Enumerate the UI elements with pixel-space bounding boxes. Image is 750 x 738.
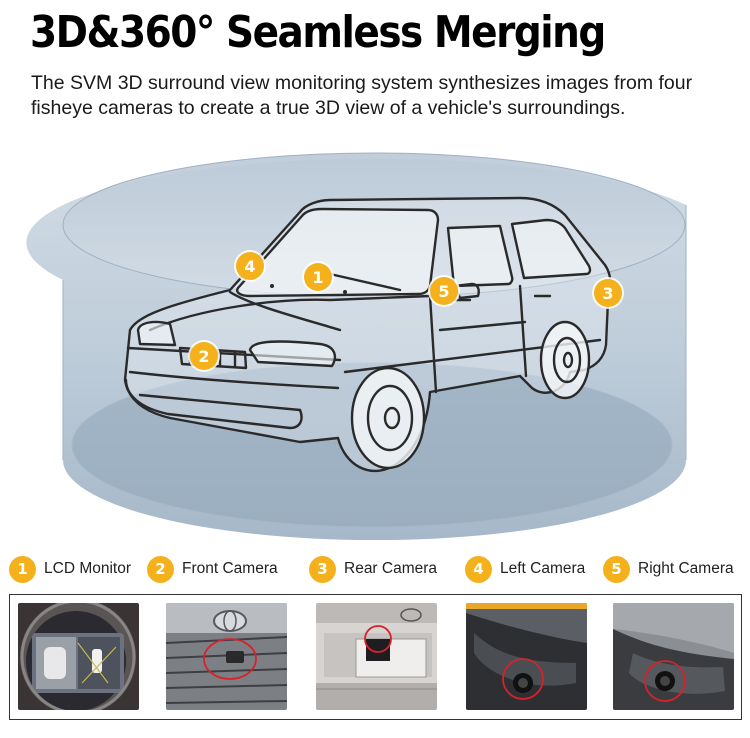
legend-number: 1 xyxy=(9,555,36,583)
marker-lcd-monitor: 1 xyxy=(304,263,332,291)
legend-item-rear-camera: 3 Rear Camera xyxy=(309,554,437,584)
left-camera-photo xyxy=(466,603,587,710)
legend-label: LCD Monitor xyxy=(44,560,131,577)
legend-label: Left Camera xyxy=(500,560,586,577)
description-text: The SVM 3D surround view monitoring syst… xyxy=(31,72,693,119)
sensor-dots xyxy=(270,284,347,294)
legend-number: 2 xyxy=(147,555,174,583)
legend-item-lcd-monitor: 1 LCD Monitor xyxy=(9,554,131,584)
marker-rear-camera: 3 xyxy=(594,279,622,307)
legend-item-left-camera: 4 Left Camera xyxy=(465,554,585,584)
legend-label: Rear Camera xyxy=(344,560,438,577)
lcd-monitor-photo xyxy=(18,603,139,710)
legend-number: 5 xyxy=(603,555,630,583)
marker-right-camera: 5 xyxy=(430,277,458,305)
marker-left-camera: 4 xyxy=(236,252,264,280)
legend-number: 3 xyxy=(309,555,336,583)
front-camera-photo xyxy=(166,603,287,710)
legend-label: Front Camera xyxy=(182,560,278,577)
right-camera-photo xyxy=(613,603,734,710)
car-outline xyxy=(123,196,612,473)
marker-front-camera: 2 xyxy=(190,342,218,370)
rear-camera-photo xyxy=(316,603,437,710)
page-title: 3D&360° Seamless Merging xyxy=(30,8,606,59)
legend-item-right-camera: 5 Right Camera xyxy=(603,554,734,584)
legend-label: Right Camera xyxy=(638,560,734,577)
legend-number: 4 xyxy=(465,555,492,583)
legend-item-front-camera: 2 Front Camera xyxy=(147,554,278,584)
product-photo-strip xyxy=(9,594,742,720)
vehicle-3d-illustration xyxy=(26,152,687,540)
